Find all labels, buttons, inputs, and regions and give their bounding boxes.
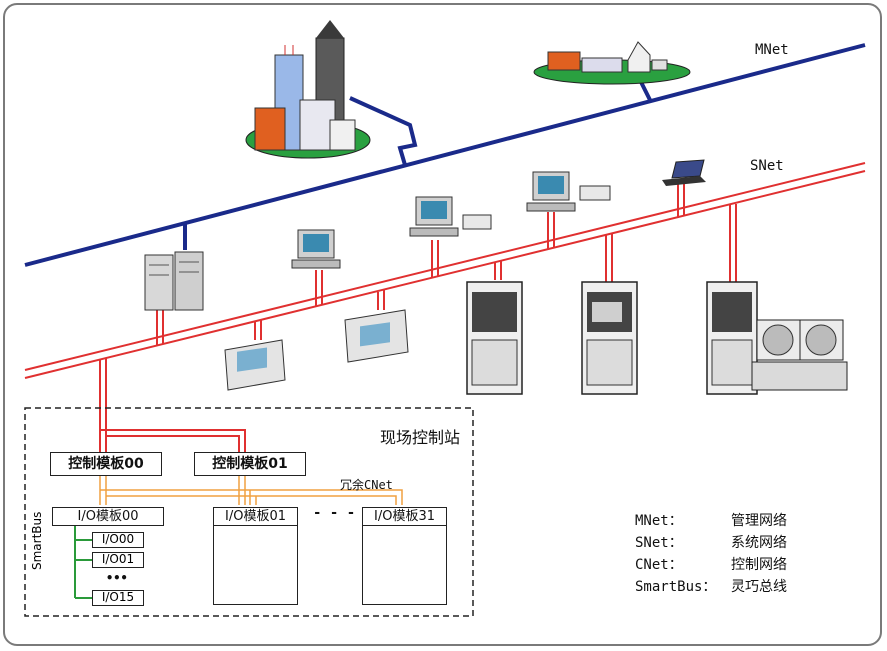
industrial-panel-icon (224, 339, 286, 391)
smartbus-lines (74, 525, 92, 599)
industrial-panel-icon (344, 309, 409, 363)
cabinet-icon (706, 281, 758, 395)
control-module-01: 控制模板01 (194, 452, 306, 476)
server-icon (144, 251, 204, 311)
io-module-00: I/O模板00 (52, 507, 164, 526)
workstation-icon (409, 196, 492, 237)
io-points-ellipsis: ••• (106, 571, 128, 585)
station-boundary (24, 407, 474, 617)
legend-key: MNet： (635, 513, 683, 529)
io-point-01: I/O01 (92, 552, 144, 568)
diagram-frame (3, 3, 882, 646)
factory-campus-icon (533, 41, 691, 85)
legend-value: 管理网络 (731, 513, 787, 529)
io-point-15: I/O15 (92, 590, 144, 606)
legend-key: SNet： (635, 535, 683, 551)
station-title: 现场控制站 (380, 428, 461, 447)
legend-value: 控制网络 (731, 557, 787, 573)
control-module-00: 控制模板00 (50, 452, 162, 476)
io-ellipsis: - - - (313, 505, 356, 521)
legend-value: 系统网络 (731, 535, 787, 551)
snet-line (24, 162, 866, 455)
smartbus-label: SmartBus (30, 511, 44, 570)
legend: MNet： 管理网络 SNet： 系统网络 CNet： 控制网络 SmartBu… (635, 510, 855, 610)
cnet-label: 冗余CNet (340, 478, 393, 492)
cnet-lines (99, 474, 403, 505)
operator-console-icon (751, 319, 848, 391)
mnet-label: MNet (755, 42, 789, 58)
io-module-01: I/O模板01 (214, 508, 297, 526)
snet-label: SNet (750, 158, 784, 174)
legend-key: SmartBus： (635, 579, 717, 595)
laptop-icon (662, 159, 706, 186)
io-module-01-box: I/O模板01 (213, 507, 298, 605)
office-buildings-icon (245, 20, 371, 159)
legend-key: CNet： (635, 557, 683, 573)
cabinet-icon (581, 281, 638, 395)
workstation-icon (291, 229, 341, 269)
workstation-icon (526, 171, 611, 212)
cabinet-icon (466, 281, 523, 395)
io-point-00: I/O00 (92, 532, 144, 548)
io-module-31: I/O模板31 (363, 508, 446, 526)
legend-value: 灵巧总线 (731, 579, 787, 595)
io-module-31-box: I/O模板31 (362, 507, 447, 605)
